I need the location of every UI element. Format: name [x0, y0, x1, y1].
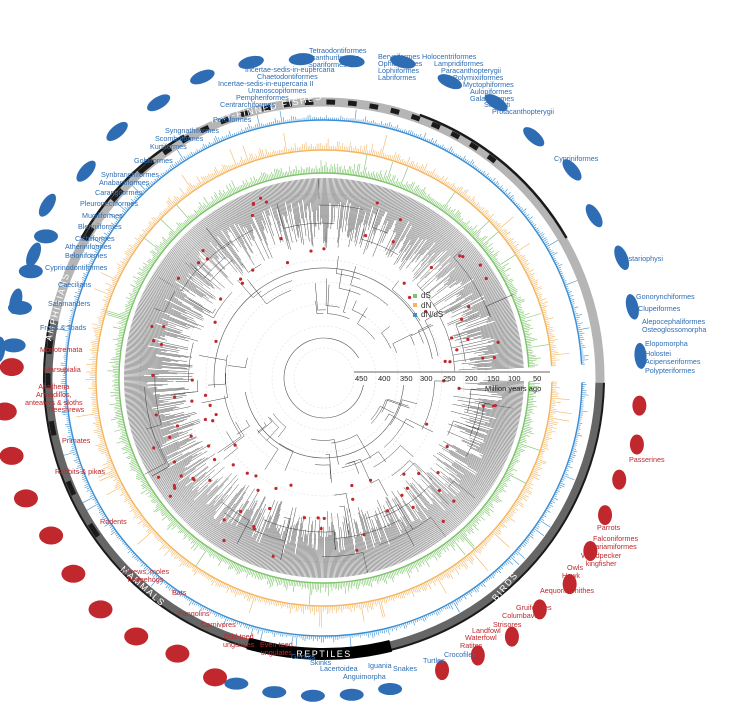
- legend-item-dnds: dN/dS: [413, 310, 443, 320]
- taxon-label-fishes: Clupeiformes: [638, 305, 680, 313]
- taxon-label-birds: Parrots: [597, 524, 620, 532]
- tick-label: 50: [533, 374, 541, 383]
- tick-label: 300: [420, 374, 433, 383]
- taxon-label-fishes: Osteoglossomorpha: [642, 326, 706, 334]
- taxon-label-birds: Columbaves: [502, 612, 542, 620]
- taxon-label-fishes: Kurtiformes: [150, 143, 187, 151]
- taxon-label-fishes: Beloniformes: [65, 252, 107, 260]
- taxon-label-fishes: Perciformes: [213, 116, 251, 124]
- tick-label: 100: [508, 374, 521, 383]
- taxon-label-fishes: Atheriniformes: [65, 243, 111, 251]
- taxon-label-fishes: Polypteriformes: [645, 367, 695, 375]
- taxon-label-mammals: Rabbits & pikas: [55, 468, 105, 476]
- taxon-label-fishes: Blenniiformes: [78, 223, 122, 231]
- taxon-label-birds: Ratites: [460, 642, 482, 650]
- taxon-label-fishes: Gobiiformes: [134, 157, 173, 165]
- taxon-label-fishes: Acipenseriformes: [645, 358, 701, 366]
- legend-label: dS: [421, 291, 431, 301]
- legend: dS dN dN/dS: [413, 291, 443, 320]
- taxon-label-fishes: Cypriniformes: [554, 155, 598, 163]
- taxon-label-mammals: Carnivores: [201, 621, 236, 629]
- taxon-label-mammals: Marsupialia: [44, 366, 81, 374]
- axis-title: Million years ago: [485, 384, 541, 393]
- taxon-label-birds: Passerines: [629, 456, 665, 464]
- taxon-label-birds: Hawk: [562, 572, 580, 580]
- taxon-label-fishes: Gonorynchiformes: [636, 293, 695, 301]
- tick-label: 400: [378, 374, 391, 383]
- taxon-label-mammals: Treeshrews: [47, 406, 84, 414]
- taxon-label-reptiles: Snakes: [393, 665, 417, 673]
- legend-item-ds: dS: [413, 291, 443, 301]
- taxon-label-fishes: Labriformes: [378, 74, 416, 82]
- taxon-label-fishes: Pleuronectiformes: [80, 200, 138, 208]
- taxon-label-amphibians: Frogs & Toads: [40, 324, 86, 332]
- taxon-label-fishes: Protacanthopterygii: [492, 108, 554, 116]
- taxon-label-mammals: Monotremata: [40, 346, 82, 354]
- taxon-label-fishes: Centrarchiformes: [220, 101, 275, 109]
- legend-label: dN/dS: [421, 310, 443, 320]
- taxon-label-fishes: Ostariophysi: [623, 255, 663, 263]
- taxon-label-mammals: Rodents: [100, 518, 127, 526]
- legend-item-dn: dN: [413, 301, 443, 311]
- taxon-label-amphibians: Caecilians: [58, 281, 91, 289]
- taxon-label-fishes: Anabantiformes: [99, 179, 149, 187]
- taxon-label-mammals: Primates: [62, 437, 90, 445]
- taxon-label-reptiles: Anguimorpha: [343, 673, 386, 681]
- taxon-label-amphibians: Salamanders: [48, 300, 90, 308]
- dn-swatch-icon: [413, 303, 417, 307]
- dnds-swatch-icon: [413, 313, 417, 317]
- tick-label: 200: [465, 374, 478, 383]
- taxon-label-mammals: Pangolins: [178, 610, 210, 618]
- clade-birds: BIRDS: [490, 570, 520, 603]
- tick-label: 150: [487, 374, 500, 383]
- tick-label: 350: [400, 374, 413, 383]
- taxon-label-birds: Cariamiformes: [590, 543, 637, 551]
- taxon-label-birds: Aequorlitornithes: [540, 587, 594, 595]
- taxon-label-reptiles: Crocofiles: [444, 651, 476, 659]
- taxon-label-mammals: Bats: [172, 589, 186, 597]
- ds-swatch-icon: [413, 294, 417, 298]
- taxon-label-fishes: Mugiliformes: [82, 212, 123, 220]
- tick-label: 450: [355, 374, 368, 383]
- taxon-label-fishes: Elopomorpha: [645, 340, 688, 348]
- tick-label: 250: [443, 374, 456, 383]
- taxon-label-reptiles: Turtles: [423, 657, 445, 665]
- legend-label: dN: [421, 301, 431, 311]
- taxon-label-fishes: Cyprinodontiformes: [45, 264, 107, 272]
- taxon-label-reptiles: Iguania: [368, 662, 392, 670]
- taxon-label-fishes: Carangiformes: [95, 189, 142, 197]
